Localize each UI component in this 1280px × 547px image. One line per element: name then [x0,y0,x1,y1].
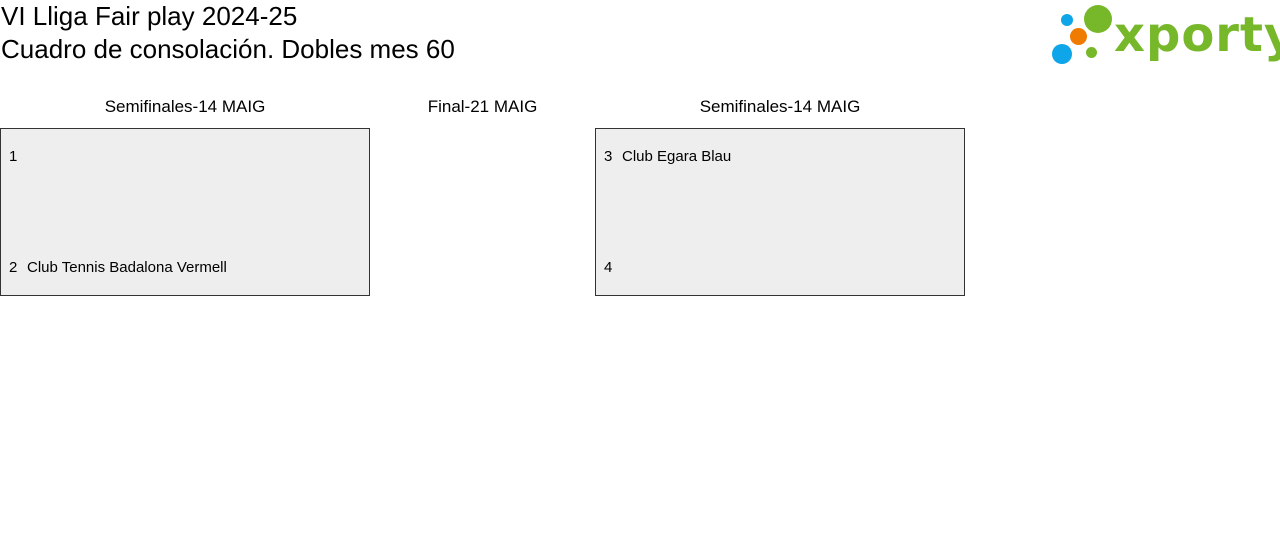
logo-dot-orange [1070,28,1087,45]
logo-wordmark: xporty [1114,7,1280,63]
seed-number: 2 [9,259,18,276]
match-box-left-semifinal: 1 2 Club Tennis Badalona Vermell [0,128,370,296]
match-slot-seed-2[interactable]: 2 Club Tennis Badalona Vermell [9,259,227,277]
logo-dot-blue-small [1061,14,1073,26]
team-name: Club Tennis Badalona Vermell [27,259,227,276]
team-name: Club Egara Blau [622,148,732,165]
seed-number: 3 [604,148,613,165]
seed-number: 4 [604,259,613,276]
match-slot-seed-3[interactable]: 3 Club Egara Blau [604,148,731,166]
match-slot-seed-1[interactable]: 1 [9,148,27,166]
logo-dot-green-large [1084,5,1112,33]
logo-dot-blue-large [1052,44,1072,64]
xporty-logo[interactable]: xporty [1050,4,1280,66]
tournament-title: VI Lliga Fair play 2024-25 [1,1,298,31]
round-header-left-semifinal: Semifinales-14 MAIG [104,97,266,116]
match-box-right-semifinal: 3 Club Egara Blau 4 [595,128,965,296]
page-title: VI Lliga Fair play 2024-25 Cuadro de con… [1,0,455,66]
round-header-right-semifinal: Semifinales-14 MAIG [699,97,861,116]
logo-dot-green-small [1086,47,1097,58]
round-header-final: Final-21 MAIG [427,97,538,116]
match-slot-seed-4[interactable]: 4 [604,259,622,277]
logo-dots-icon [1050,4,1114,66]
draw-subtitle: Cuadro de consolación. Dobles mes 60 [1,34,455,64]
seed-number: 1 [9,148,18,165]
